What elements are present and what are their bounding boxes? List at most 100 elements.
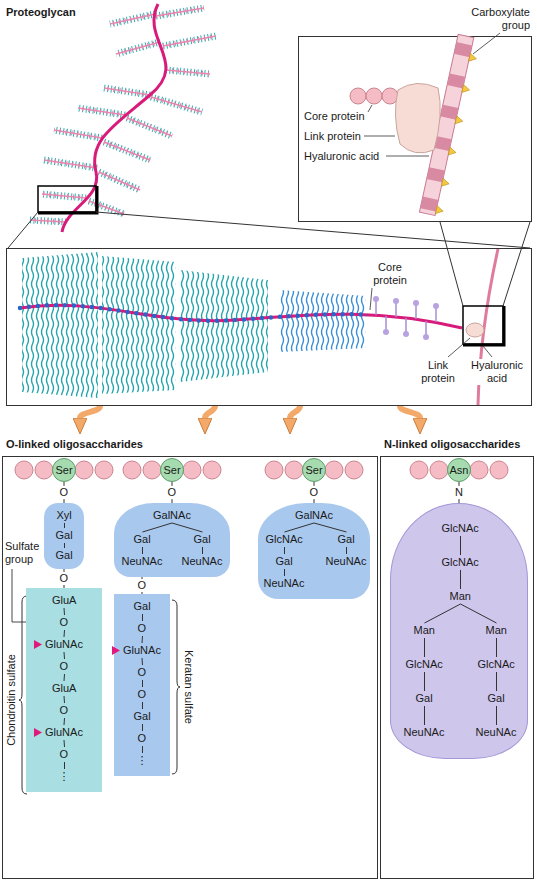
node-text: Xyl: [57, 509, 72, 522]
flow-arrow: [400, 406, 420, 418]
glycosidic-bond: [424, 638, 425, 657]
zoom-frame: [38, 186, 97, 213]
node-text: Gal: [134, 710, 151, 723]
protein-beads: [35, 461, 53, 479]
node-text: GluA: [52, 594, 76, 607]
protein-beads: [123, 461, 141, 479]
leader-line: [364, 136, 395, 137]
protein-beads: [265, 461, 283, 479]
glycosidic-bond: [142, 614, 143, 621]
glycosidic-bond: [142, 636, 144, 643]
node-text: Gal: [134, 533, 151, 546]
link-protein-blob: [466, 323, 484, 337]
hyaluronic-bar: [441, 178, 450, 187]
chain-fuzz: [30, 8, 216, 222]
node-text: NeuNAc: [122, 555, 163, 568]
node-text: Gal: [194, 533, 211, 546]
protein-beads: [345, 461, 363, 479]
node-text: O: [138, 688, 147, 701]
amino-acid-circle: Asn: [447, 458, 471, 482]
amino-acid-circle: Ser: [302, 458, 326, 482]
node-text: O: [138, 622, 147, 635]
amino-acid-circle: Ser: [160, 458, 184, 482]
glycosidic-bond: [64, 523, 65, 528]
glycosidic-bond: [424, 706, 425, 725]
glycosidic-bond: [64, 543, 65, 548]
sulfate-mark: [112, 646, 120, 655]
chondroitin-chains: [22, 252, 98, 398]
protein-beads: [325, 461, 343, 479]
n-linked-heads: [373, 296, 379, 302]
n-linked-heads: [413, 300, 419, 306]
glycosidic-bond: [142, 547, 143, 554]
protein-beads: [470, 461, 488, 479]
n-linked-heads: [423, 334, 429, 340]
attachment-dots: [20, 305, 368, 328]
node-text: O: [138, 732, 147, 745]
glycosidic-bond: [461, 604, 497, 623]
oligosaccharide-blob: GalNAcGlcNAcGalGalNeuNAcNeuNAc: [258, 503, 370, 599]
glycosidic-bond: [64, 674, 66, 681]
panel-frame: [381, 457, 534, 879]
node-text: Carboxylate group: [464, 6, 530, 32]
panel-drawing: [20, 222, 530, 405]
branch-line: [30, 8, 216, 222]
node-text: Gal: [56, 549, 73, 562]
glycosidic-bond: [142, 746, 143, 753]
node-text: GluNAc: [45, 726, 83, 739]
brace: [172, 600, 180, 774]
bond-lines: [391, 504, 529, 760]
linkage-region: XylGalGal: [44, 503, 84, 569]
node-text: Ser: [56, 464, 73, 477]
inset-drawing: [299, 33, 532, 222]
protein-beads: [285, 461, 303, 479]
glycosidic-bond: [143, 523, 173, 532]
node-text: GalNAc: [153, 509, 191, 522]
flow-arrow: [205, 406, 215, 418]
node-text: O: [60, 660, 69, 673]
bond-atom-label: O: [137, 579, 148, 592]
node-text: Asn: [450, 464, 469, 477]
link-protein-blob: [395, 83, 440, 152]
n-linked-panel: N-linked oligosaccharidesAsnGlcNAcGlcNAc…: [380, 434, 534, 880]
zoom-frame: [38, 186, 96, 212]
node-text: Ser: [164, 464, 181, 477]
node-text: GalNAc: [295, 509, 333, 522]
node-text: Core protein: [304, 110, 365, 123]
chondroitin-chains: [102, 256, 176, 394]
zoom-line: [503, 222, 530, 306]
leader-line: [386, 156, 429, 157]
leader-line: [448, 338, 470, 357]
node-text: ⋮: [137, 754, 148, 767]
node-text: GluNAc: [123, 644, 161, 657]
figure-title: Proteoglycan: [6, 6, 76, 19]
node-text: Link protein: [304, 130, 361, 143]
protein-beads: [410, 461, 428, 479]
node-text: O: [60, 704, 69, 717]
glycosidic-bond: [142, 724, 143, 731]
bond-atom-label: O: [59, 572, 70, 585]
n-linked-heads: [373, 296, 439, 340]
glycosidic-bond: [172, 523, 203, 532]
glycosidic-bond: [346, 547, 347, 554]
glycosidic-bond: [64, 608, 66, 615]
n-linked-heads: [403, 331, 409, 337]
node-text: O: [138, 666, 147, 679]
protein-beads: [490, 461, 508, 479]
bond-atom-label: O: [167, 486, 178, 499]
node-text: GluA: [52, 682, 76, 695]
glycosidic-bond: [142, 680, 143, 687]
keratan-chains: [280, 290, 366, 352]
node-text: Man: [486, 624, 507, 637]
callout-label: Sulfate group: [5, 540, 42, 566]
leader-line: [473, 33, 500, 54]
proteoglycan-panel: Core proteinLink proteinHyaluronic acid: [6, 248, 532, 406]
node-text: NeuNAc: [326, 555, 367, 568]
glycosidic-bond: [64, 718, 66, 725]
node-text: Core protein: [367, 261, 413, 287]
node-text: GlcNAc: [478, 658, 515, 671]
node-text: NeuNAc: [264, 577, 305, 590]
node-text: GlcNAc: [266, 533, 303, 546]
glycosidic-bond: [284, 569, 285, 576]
lower-drawing: [3, 457, 534, 879]
